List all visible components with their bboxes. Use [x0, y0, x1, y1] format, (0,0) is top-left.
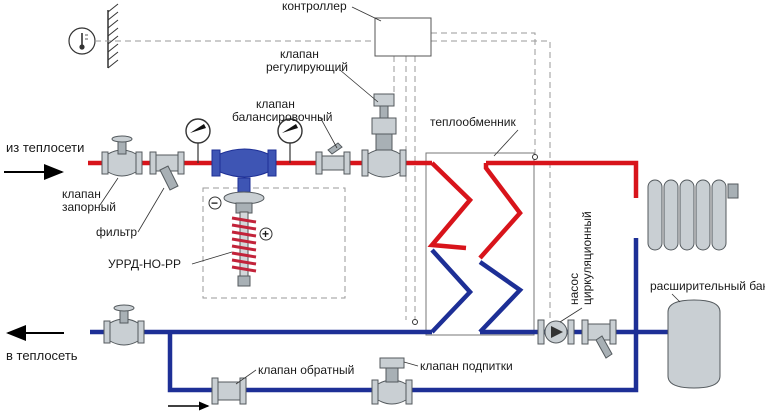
control-valve [361, 93, 407, 178]
minus-sign: − [211, 196, 218, 210]
outdoor-wall [107, 3, 119, 69]
control-valve-label-1: клапан [280, 47, 319, 61]
check-valve-label: клапан обратный [258, 363, 354, 377]
heat-exchanger-label: теплообменник [430, 115, 517, 129]
regulator-label: УРРД-НО-РР [108, 257, 181, 271]
pressure-gauge-icon [185, 118, 211, 163]
plus-port: + [259, 227, 273, 241]
balancing-valve-label-1: клапан [256, 97, 295, 111]
supply-in-label: из теплосети [6, 140, 84, 155]
shutoff-valve-return [103, 304, 145, 346]
control-valve-label-2: регулирующий [266, 60, 348, 74]
pressure-gauge-icon [277, 118, 303, 163]
check-valve [211, 377, 247, 405]
filter-return [581, 319, 617, 359]
makeup-valve-label: клапан подпитки [420, 359, 513, 373]
return-out-label: в теплосеть [6, 348, 78, 363]
minus-port: − [208, 196, 222, 210]
plus-sign: + [262, 227, 269, 241]
shutoff-valve-label-1: клапан [62, 187, 101, 201]
shutoff-valve-label-2: запорный [62, 200, 116, 214]
makeup-valve [371, 357, 413, 405]
pressure-regulator [211, 148, 277, 287]
supply-temp-sensor [532, 154, 538, 160]
control-signal-lines [95, 32, 551, 322]
radiator [647, 179, 739, 251]
balancing-valve [315, 142, 351, 175]
controller-unit [374, 17, 432, 57]
filter [149, 151, 185, 191]
shutoff-valve-supply [101, 135, 143, 177]
filter-label: фильтр [96, 225, 137, 239]
pump-label-2: циркуляционный [580, 211, 594, 305]
thermometer-icon [68, 27, 96, 55]
expansion-tank-label: расширительный бак [650, 279, 765, 293]
expansion-tank [667, 299, 721, 389]
circulation-pump [537, 319, 575, 345]
controller-label: контроллер [282, 0, 347, 13]
return-temp-sensor [412, 319, 418, 325]
balancing-valve-label-2: балансировочный [232, 110, 332, 124]
pump-label-1: насос [567, 273, 581, 305]
